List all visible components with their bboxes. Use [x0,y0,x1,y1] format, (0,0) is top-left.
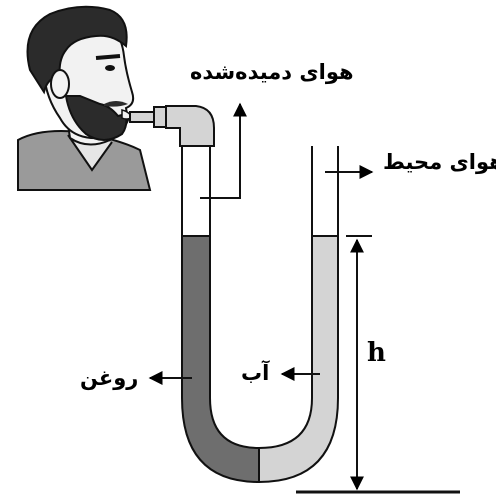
blown-air-pointer [200,102,247,199]
water-column [258,235,339,484]
mouthpiece-icon [129,105,215,147]
blown-air-column [181,145,211,237]
blown-air-label: هوای دمیده‌شده [190,60,354,84]
man-blowing-icon [17,5,152,191]
height-dimension [296,235,460,494]
oil-column [181,235,260,484]
ambient-air-label: هوای محیط [383,150,496,174]
height-label: h [367,338,386,368]
u-tube [181,145,339,484]
oil-label: روغن [80,366,139,390]
water-label: آب [241,361,270,385]
